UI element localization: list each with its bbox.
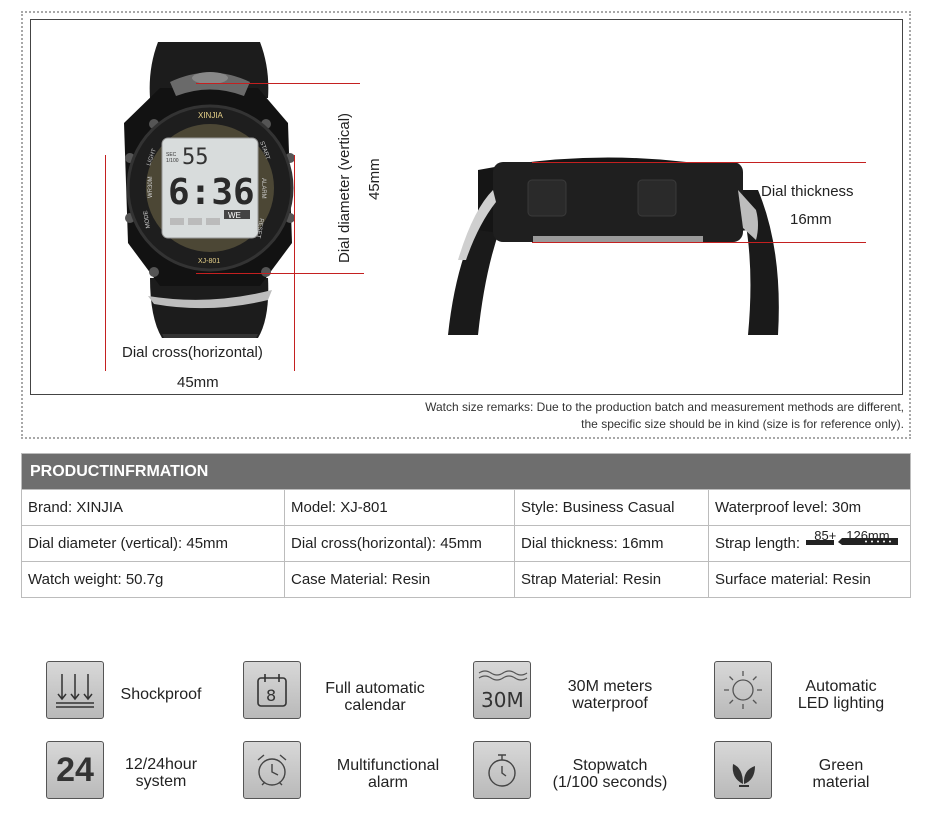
- spec-strap-length: Strap length: 85+ 126mm: [708, 526, 910, 561]
- stopwatch-icon: [473, 741, 531, 799]
- spec-dial-thickness: Dial thickness: 16mm: [514, 526, 708, 561]
- spec-case-material: Case Material: Resin: [284, 562, 514, 597]
- feature-label: calendar: [344, 697, 406, 714]
- feature-waterproof: 30M meters waterproof: [568, 678, 652, 712]
- dial-diameter-value: 45mm: [366, 158, 383, 200]
- strap-length-label: Strap length:: [715, 535, 801, 552]
- feature-label: waterproof: [572, 695, 648, 712]
- table-row: Watch weight: 50.7g Case Material: Resin…: [22, 561, 910, 597]
- size-remarks: Watch size remarks: Due to the productio…: [425, 399, 904, 433]
- dial-thickness-label: Dial thickness: [761, 183, 854, 200]
- feature-shockproof: Shockproof: [121, 686, 202, 703]
- water-icon-text: 30M: [481, 688, 524, 712]
- watch-sec-label: SEC: [166, 152, 177, 158]
- watch-bezel-alarm: ALARM: [260, 178, 266, 199]
- feature-label: alarm: [367, 774, 408, 791]
- spec-style: Style: Business Casual: [514, 490, 708, 525]
- feature-label: system: [135, 773, 187, 790]
- watch-brand: XINJIA: [198, 111, 224, 120]
- feature-stopwatch: Stopwatch (1/100 seconds): [553, 757, 668, 791]
- watch-main-time: 6:36: [168, 172, 255, 213]
- strap-short-value: 85+: [814, 528, 837, 543]
- shockproof-arrows-icon: [46, 661, 104, 719]
- watch-bezel-light: LIGHT: [146, 148, 158, 167]
- feature-label: Automatic: [805, 678, 877, 695]
- feature-label: Shockproof: [120, 686, 202, 703]
- spec-model: Model: XJ-801: [284, 490, 514, 525]
- watch-front-image: 55 6:36 SEC 1/100 WE XINJIA XJ-801 LIGHT…: [124, 42, 295, 338]
- feature-calendar: Full automatic calendar: [325, 680, 425, 714]
- 24-hour-icon: 24: [46, 741, 104, 799]
- dotted-frame: [21, 11, 911, 439]
- calendar-icon: 8: [243, 661, 301, 719]
- table-row: Brand: XINJIA Model: XJ-801 Style: Busin…: [22, 489, 910, 525]
- spec-dial-diameter: Dial diameter (vertical): 45mm: [28, 535, 229, 552]
- feature-label: Multifunctional: [336, 757, 440, 774]
- watch-top-digits: 55: [182, 145, 209, 170]
- thickness-bottom-line: [532, 242, 866, 243]
- feature-label: 12/24hour: [124, 756, 198, 773]
- dial-thickness-value: 16mm: [790, 211, 832, 228]
- remarks-line-2: the specific size should be in kind (siz…: [581, 417, 904, 431]
- 24-hour-icon-text: 24: [56, 750, 94, 789]
- watch-day: WE: [228, 211, 241, 220]
- watch-bezel-wr: WR30M: [148, 176, 154, 198]
- feature-green: Green material: [813, 757, 870, 791]
- feature-alarm: Multifunctional alarm: [337, 757, 439, 791]
- spec-surface-material: Surface material: Resin: [708, 562, 910, 597]
- feature-led: Automatic LED lighting: [798, 678, 884, 712]
- remarks-line-1: Watch size remarks: Due to the productio…: [425, 400, 904, 414]
- table-row: Dial diameter (vertical): 45mm Dial cros…: [22, 525, 910, 561]
- feature-label: Full automatic: [325, 680, 425, 697]
- alarm-clock-icon: [243, 741, 301, 799]
- dial-cross-value: 45mm: [177, 374, 219, 391]
- watch-sec-sub: 1/100: [166, 158, 179, 164]
- strap-diagram-icon: [806, 538, 899, 545]
- spec-dial-cross: Dial cross(horizontal): 45mm: [284, 526, 514, 561]
- strap-length-diagram: 85+ 126mm: [804, 526, 899, 561]
- feature-label: (1/100 seconds): [552, 774, 668, 791]
- feature-24hour: 12/24hour system: [125, 756, 197, 790]
- product-info-table: PRODUCTINFRMATION Brand: XINJIA Model: X…: [21, 453, 911, 598]
- watch-bezel-reset: RESET: [254, 218, 263, 239]
- spec-waterproof: Waterproof level: 30m: [708, 490, 910, 525]
- feature-label: material: [812, 774, 870, 791]
- dial-left-line: [105, 155, 106, 371]
- thickness-top-line: [532, 162, 866, 163]
- spec-strap-material: Strap Material: Resin: [514, 562, 708, 597]
- spec-weight: Watch weight: 50.7g: [28, 571, 164, 588]
- feature-label: 30M meters: [567, 678, 653, 695]
- watch-model: XJ-801: [198, 258, 220, 265]
- table-header: PRODUCTINFRMATION: [22, 454, 910, 489]
- dial-bottom-line: [196, 273, 364, 274]
- watch-side-image: [448, 157, 779, 335]
- feature-label: Stopwatch: [572, 757, 648, 774]
- sun-led-icon: [714, 661, 772, 719]
- dial-top-line: [196, 83, 360, 84]
- water-30m-icon: 30M: [473, 661, 531, 719]
- dial-cross-label: Dial cross(horizontal): [122, 344, 263, 361]
- leaf-icon: [714, 741, 772, 799]
- dial-right-line: [294, 155, 295, 371]
- feature-label: Green: [818, 757, 864, 774]
- feature-label: LED lighting: [797, 695, 885, 712]
- spec-brand: Brand: XINJIA: [28, 499, 124, 516]
- watch-bezel-mode: MODE: [143, 210, 152, 229]
- calendar-icon-number: 8: [266, 686, 276, 705]
- dial-diameter-label: Dial diameter (vertical): [336, 112, 353, 263]
